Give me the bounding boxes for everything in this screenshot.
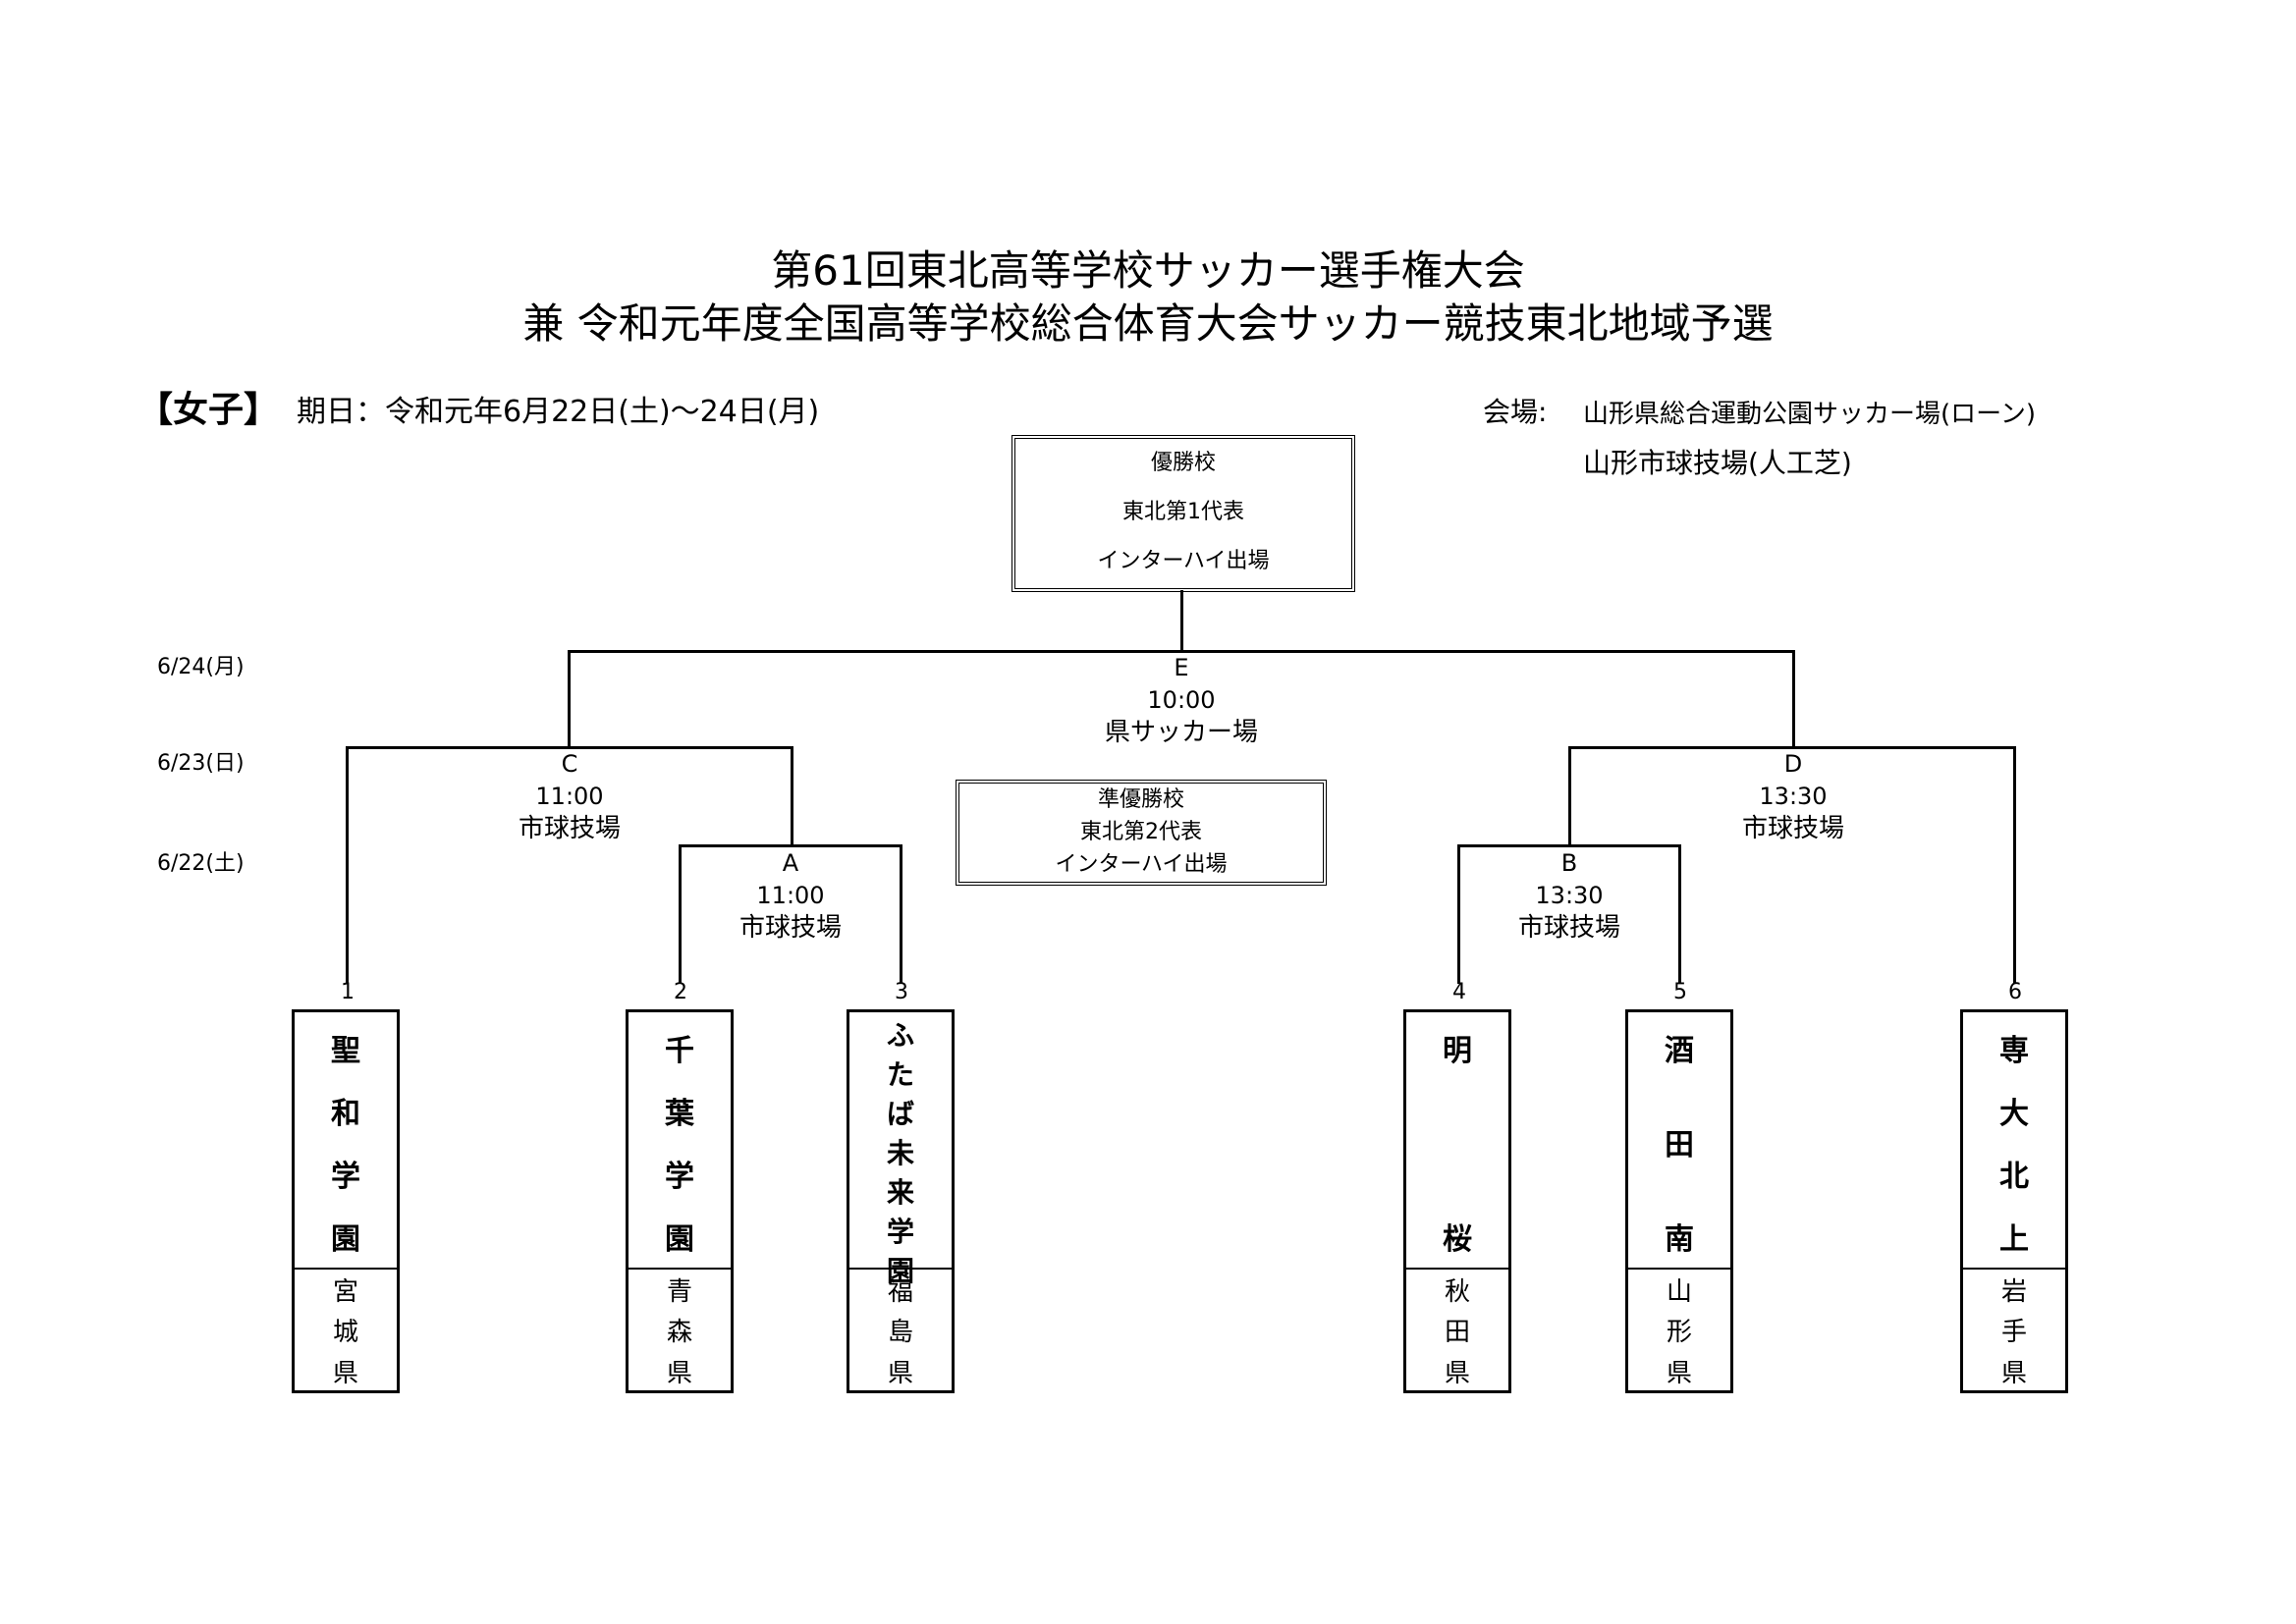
team-prefecture: 山 形 県 bbox=[1666, 1277, 1692, 1388]
seed-number: 3 bbox=[895, 980, 908, 1004]
bracket-line bbox=[346, 746, 349, 984]
round-date-final: 6/24(月) bbox=[157, 655, 245, 679]
round-date-semi: 6/23(日) bbox=[157, 751, 245, 776]
team-box-1: 聖 和 学 園 宮 城 県 bbox=[292, 1009, 400, 1393]
bracket-line bbox=[791, 746, 793, 846]
seed-number: 2 bbox=[674, 980, 687, 1004]
match-c-time: 11:00 bbox=[535, 783, 604, 810]
bracket-line bbox=[2013, 746, 2016, 984]
bracket-line bbox=[1568, 746, 1571, 846]
team-prefecture: 青 森 県 bbox=[666, 1277, 692, 1388]
round-date-first: 6/22(土) bbox=[157, 851, 245, 876]
match-c-id: C bbox=[561, 750, 578, 778]
match-a-venue: 市球技場 bbox=[738, 913, 842, 943]
seed-number: 5 bbox=[1673, 980, 1687, 1004]
bracket-line bbox=[568, 650, 571, 748]
match-e-time: 10:00 bbox=[1147, 686, 1216, 714]
match-e-id: E bbox=[1174, 654, 1189, 681]
match-d-time: 13:30 bbox=[1759, 783, 1828, 810]
venue-label: 会場: bbox=[1483, 396, 1548, 428]
runnerup-box: 準優勝校 東北第2代表 インターハイ出場 bbox=[956, 780, 1327, 886]
title-line-2: 兼 令和元年度全国高等学校総合体育大会サッカー競技東北地域予選 bbox=[522, 299, 1774, 348]
category-label: 【女子】 bbox=[137, 390, 280, 430]
bracket-line bbox=[679, 844, 682, 984]
winner-box-line-2: 東北第1代表 bbox=[1122, 500, 1244, 524]
bracket-line bbox=[679, 844, 902, 847]
venue-1: 山形県総合運動公園サッカー場(ローン) bbox=[1583, 400, 2036, 429]
team-box-5: 酒 田 南 山 形 県 bbox=[1625, 1009, 1733, 1393]
team-name: 聖 和 学 園 bbox=[295, 1012, 397, 1270]
team-box-3: ふ た ば 未 来 学 園 福 島 県 bbox=[847, 1009, 955, 1393]
match-a-id: A bbox=[782, 849, 799, 877]
match-b-id: B bbox=[1560, 849, 1578, 877]
seed-number: 1 bbox=[341, 980, 355, 1004]
match-d-id: D bbox=[1783, 750, 1803, 778]
bracket-line bbox=[1457, 844, 1460, 984]
match-b-time: 13:30 bbox=[1535, 882, 1604, 909]
seed-number: 6 bbox=[2008, 980, 2022, 1004]
bracket-line bbox=[1180, 590, 1183, 651]
runnerup-box-line-1: 準優勝校 bbox=[1097, 787, 1184, 812]
match-d: D 13:30 市球技場 bbox=[1675, 748, 1911, 845]
team-prefecture: 福 島 県 bbox=[887, 1277, 913, 1388]
match-c-venue: 市球技場 bbox=[518, 814, 621, 843]
team-box-6: 専 大 北 上 岩 手 県 bbox=[1960, 1009, 2068, 1393]
team-name: 千 葉 学 園 bbox=[629, 1012, 731, 1270]
team-prefecture: 宮 城 県 bbox=[332, 1277, 358, 1388]
match-a: A 11:00 市球技場 bbox=[673, 847, 908, 945]
runnerup-box-line-3: インターハイ出場 bbox=[1055, 852, 1228, 877]
team-box-4: 明 桜 秋 田 県 bbox=[1403, 1009, 1511, 1393]
bracket-line bbox=[1457, 844, 1681, 847]
match-c: C 11:00 市球技場 bbox=[452, 748, 687, 845]
venue-2: 山形市球技場(人工芝) bbox=[1583, 447, 1852, 479]
team-name: 明 桜 bbox=[1406, 1012, 1508, 1270]
winner-box: 優勝校 東北第1代表 インターハイ出場 bbox=[1011, 435, 1355, 592]
bracket-line bbox=[346, 746, 793, 749]
runnerup-box-line-2: 東北第2代表 bbox=[1080, 820, 1202, 844]
match-a-time: 11:00 bbox=[756, 882, 825, 909]
bracket-line bbox=[900, 844, 902, 984]
bracket-line bbox=[1568, 746, 2016, 749]
team-box-2: 千 葉 学 園 青 森 県 bbox=[626, 1009, 734, 1393]
match-b-venue: 市球技場 bbox=[1517, 913, 1620, 943]
team-prefecture: 岩 手 県 bbox=[2000, 1277, 2027, 1388]
team-name: 専 大 北 上 bbox=[1963, 1012, 2065, 1270]
team-name: 酒 田 南 bbox=[1628, 1012, 1730, 1270]
team-prefecture: 秋 田 県 bbox=[1444, 1277, 1470, 1388]
match-e: E 10:00 県サッカー場 bbox=[1064, 652, 1299, 749]
winner-box-line-1: 優勝校 bbox=[1150, 451, 1216, 475]
bracket-line bbox=[1678, 844, 1681, 984]
match-b: B 13:30 市球技場 bbox=[1451, 847, 1687, 945]
bracket-line bbox=[1792, 650, 1795, 748]
winner-box-line-3: インターハイ出場 bbox=[1097, 549, 1270, 573]
seed-number: 4 bbox=[1452, 980, 1466, 1004]
title-line-1: 第61回東北高等学校サッカー選手権大会 bbox=[771, 246, 1525, 295]
match-e-venue: 県サッカー場 bbox=[1104, 718, 1258, 747]
date-label: 期日：令和元年6月22日(土)～24日(月) bbox=[297, 395, 820, 429]
team-name: ふ た ば 未 来 学 園 bbox=[849, 1012, 952, 1287]
bracket-line bbox=[568, 650, 1795, 653]
match-d-venue: 市球技場 bbox=[1741, 814, 1844, 843]
